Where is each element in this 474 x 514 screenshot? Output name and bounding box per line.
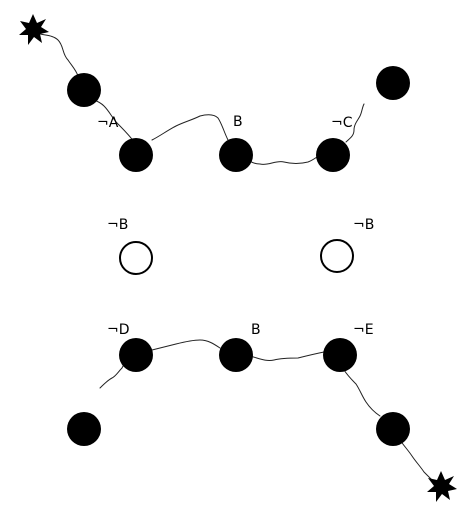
node-not-e	[323, 338, 357, 372]
node-not-b-right	[320, 239, 354, 273]
label-not-d: ¬D	[107, 322, 130, 338]
node-b-bottom	[219, 338, 253, 372]
label-not-b-right: ¬B	[353, 217, 374, 233]
label-not-b-left: ¬B	[107, 217, 128, 233]
wire-not-c-stub	[345, 103, 365, 143]
wire-b-to-not-c	[245, 151, 325, 165]
node-top-left	[67, 73, 101, 107]
node-bottom-right	[376, 412, 410, 446]
label-b-bottom: B	[251, 322, 261, 338]
node-not-a	[119, 138, 153, 172]
node-not-d	[119, 338, 153, 372]
wire-b-to-not-e	[249, 351, 325, 361]
starburst-icon	[427, 471, 457, 502]
node-not-b-left	[119, 241, 153, 275]
node-b-top	[219, 138, 253, 172]
label-not-a: ¬A	[97, 115, 119, 131]
wire-starburst-to-top-left	[33, 31, 79, 77]
wire-not-d-to-b	[151, 339, 221, 351]
label-not-c: ¬C	[331, 115, 353, 131]
label-not-e: ¬E	[353, 322, 374, 338]
node-top-right	[376, 66, 410, 100]
node-not-c	[316, 138, 350, 172]
label-b-top: B	[233, 114, 243, 130]
starburst-icon	[19, 14, 49, 45]
node-bottom-left	[67, 412, 101, 446]
wire-not-a-to-b	[151, 114, 229, 141]
wire-not-e-to-bottom-right	[343, 369, 381, 417]
labels: ¬A B ¬C ¬B ¬B ¬D B ¬E	[97, 114, 374, 338]
nodes	[67, 66, 410, 446]
wire-bottom-right-to-starburst	[399, 439, 437, 485]
